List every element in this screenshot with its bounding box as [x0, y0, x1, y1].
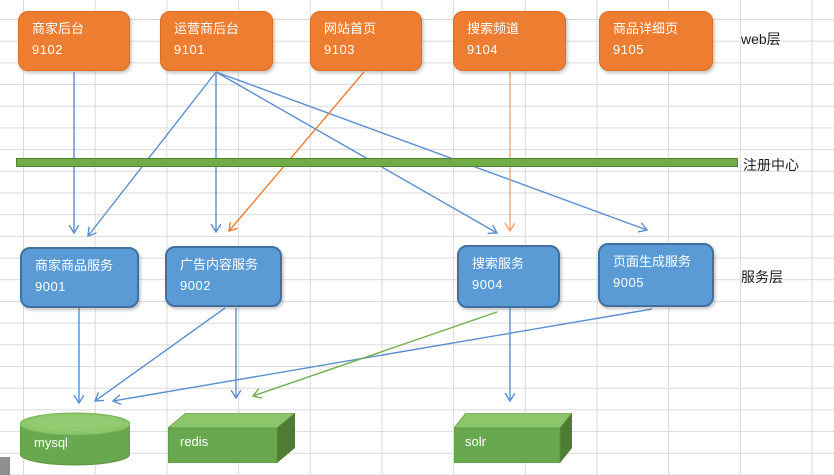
- service-node-9005[interactable]: 页面生成服务 9005: [598, 243, 714, 307]
- datastore-label: solr: [465, 434, 486, 449]
- edge-9101-to-9004: [215, 71, 497, 233]
- cylinder-shape: [20, 412, 130, 466]
- web-node-9105[interactable]: 商品详细页 9105: [599, 11, 713, 71]
- node-name: 搜索频道: [467, 21, 520, 36]
- edge-9101-to-9005: [215, 71, 647, 230]
- service-node-9004[interactable]: 搜索服务 9004: [457, 245, 560, 308]
- web-node-9103[interactable]: 网站首页 9103: [310, 11, 422, 71]
- node-port: 9101: [174, 42, 205, 57]
- window-corner-chip: [0, 457, 10, 475]
- node-name: 商家后台: [32, 21, 85, 36]
- node-port: 9103: [324, 42, 355, 57]
- service-node-9002[interactable]: 广告内容服务 9002: [165, 246, 282, 307]
- node-name: 网站首页: [324, 21, 377, 36]
- service-layer-label: 服务层: [741, 269, 783, 285]
- cuboid-shape: [454, 413, 572, 463]
- web-node-9104[interactable]: 搜索频道 9104: [453, 11, 566, 71]
- web-layer-label: web层: [741, 31, 781, 47]
- node-port: 9102: [32, 42, 63, 57]
- node-port: 9004: [472, 277, 503, 292]
- node-name: 页面生成服务: [613, 254, 692, 269]
- cuboid-shape: [168, 413, 295, 463]
- registry-center-label: 注册中心: [743, 157, 799, 173]
- edge-9002-to-mysql: [95, 307, 226, 401]
- node-port: 9005: [613, 275, 644, 290]
- node-port: 9002: [180, 278, 211, 293]
- web-node-9102[interactable]: 商家后台 9102: [18, 11, 130, 71]
- node-name: 广告内容服务: [180, 257, 259, 272]
- datastore-solr[interactable]: solr: [454, 413, 572, 463]
- datastore-mysql[interactable]: mysql: [20, 412, 130, 467]
- node-port: 9105: [613, 42, 644, 57]
- node-name: 商家商品服务: [35, 258, 114, 273]
- node-port: 9104: [467, 42, 498, 57]
- edge-9004-to-redis: [253, 311, 498, 396]
- edge-9005-to-mysql: [113, 308, 653, 401]
- service-node-9001[interactable]: 商家商品服务 9001: [20, 247, 139, 308]
- registry-center-bar[interactable]: [16, 158, 738, 167]
- datastore-label: redis: [180, 434, 209, 449]
- web-node-9101[interactable]: 运营商后台 9101: [160, 11, 273, 71]
- datastore-redis[interactable]: redis: [168, 413, 295, 463]
- datastore-label: mysql: [34, 435, 68, 450]
- node-name: 商品详细页: [613, 21, 679, 36]
- node-port: 9001: [35, 279, 66, 294]
- node-name: 运营商后台: [174, 21, 240, 36]
- edge-9103-to-9002: [229, 71, 365, 231]
- node-name: 搜索服务: [472, 256, 525, 271]
- edge-9101-to-9001: [88, 71, 217, 236]
